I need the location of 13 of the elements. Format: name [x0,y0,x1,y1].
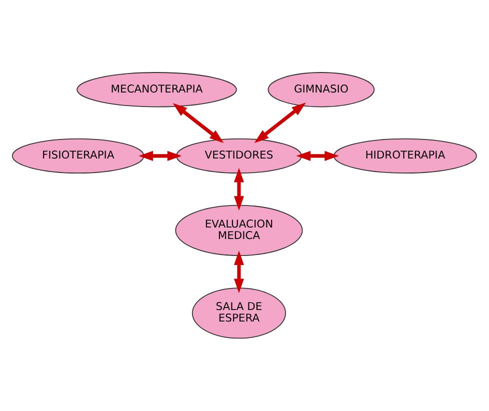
arrow [234,168,244,211]
node-ellipse: VESTIDORES [176,138,302,174]
arrow [172,103,224,144]
node-ellipse: MECANOTERAPIA [76,72,237,108]
arrow [296,150,339,161]
arrow [254,102,306,143]
arrow [234,250,244,294]
node-ellipse: SALA DE ESPERA [192,288,286,339]
node-ellipse: FISIOTERAPIA [12,138,144,174]
node-ellipse: GIMNASIO [268,72,375,108]
arrow [138,150,182,161]
node-ellipse: EVALUACION MEDICA [175,204,303,256]
node-ellipse: HIDROTERAPIA [333,138,477,174]
